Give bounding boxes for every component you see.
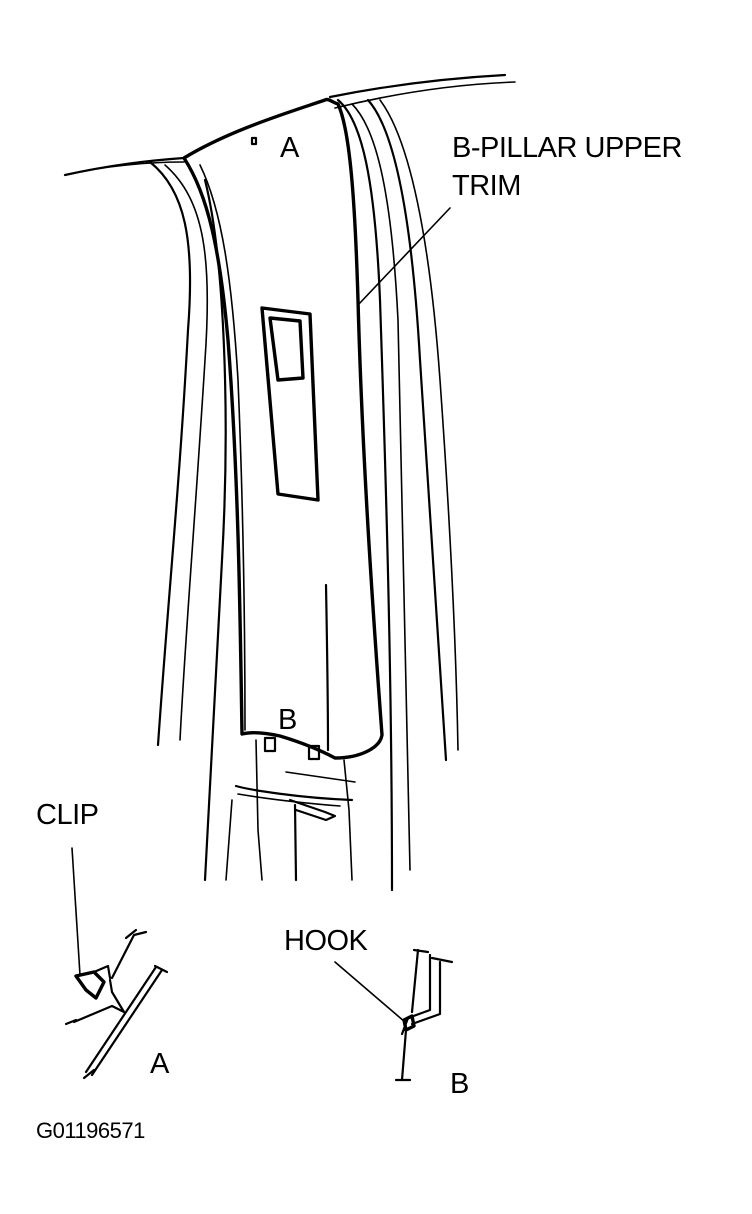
part-leader-line <box>357 207 451 306</box>
clip-point-a-label: A <box>280 132 299 164</box>
hook-leader-line <box>334 961 406 1023</box>
hook-label: HOOK <box>284 925 368 957</box>
roof-lines <box>63 73 516 177</box>
detail-b-hook-section <box>394 948 454 1082</box>
part-name-label-line2: TRIM <box>452 170 521 202</box>
lower-clips <box>263 736 321 761</box>
lower-pillar-area <box>225 739 356 882</box>
detail-b-label: B <box>450 1068 469 1100</box>
clip-leader-line <box>71 847 81 976</box>
pillar-left-edges <box>148 160 227 882</box>
clip-point-b-label: B <box>278 704 297 736</box>
clip-label: CLIP <box>36 799 99 831</box>
detail-a-clip-section <box>64 928 169 1080</box>
b-pillar-upper-trim-panel <box>182 97 384 760</box>
part-name-label-line1: B-PILLAR UPPER <box>452 132 682 164</box>
figure-code: G01196571 <box>36 1118 145 1143</box>
trim-recess <box>260 306 320 502</box>
detail-a-label: A <box>150 1048 169 1080</box>
